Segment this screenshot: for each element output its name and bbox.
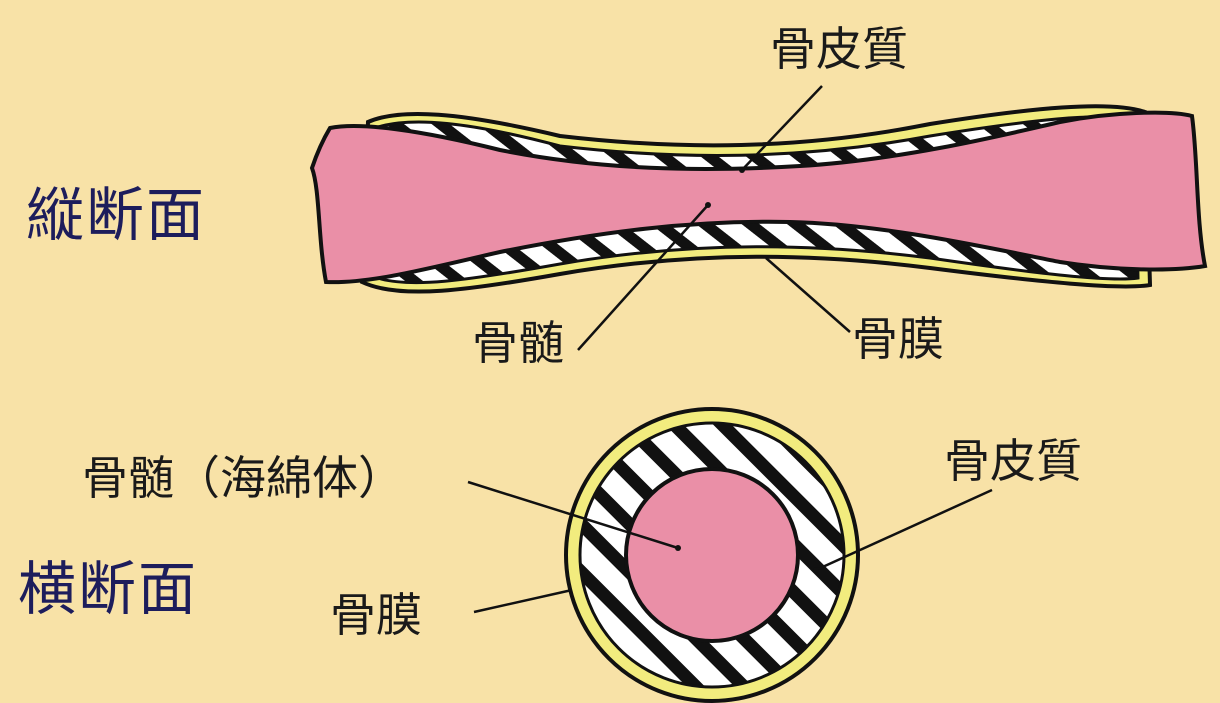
leader-long-periosteum (766, 258, 850, 332)
cross-marrow-core (626, 469, 798, 641)
callout-long-cortex: 骨皮質 (770, 26, 908, 72)
callout-cross-marrow: 骨髄（海綿体） (82, 455, 404, 501)
dot-cross-cortex (813, 567, 819, 573)
cross-bone (566, 409, 858, 701)
callout-cross-periosteum: 骨膜 (330, 592, 422, 638)
dot-cross-marrow (675, 545, 681, 551)
label-cross-section: 横断面 (18, 560, 198, 618)
dot-long-cortex (739, 167, 745, 173)
leader-cross-periosteum (474, 590, 572, 612)
callout-cross-cortex: 骨皮質 (944, 438, 1082, 484)
callout-long-marrow: 骨髄 (472, 320, 564, 366)
dot-long-marrow (705, 202, 711, 208)
label-longitudinal-section: 縦断面 (26, 186, 206, 244)
longitudinal-bone (312, 106, 1205, 291)
callout-long-periosteum: 骨膜 (852, 316, 944, 362)
